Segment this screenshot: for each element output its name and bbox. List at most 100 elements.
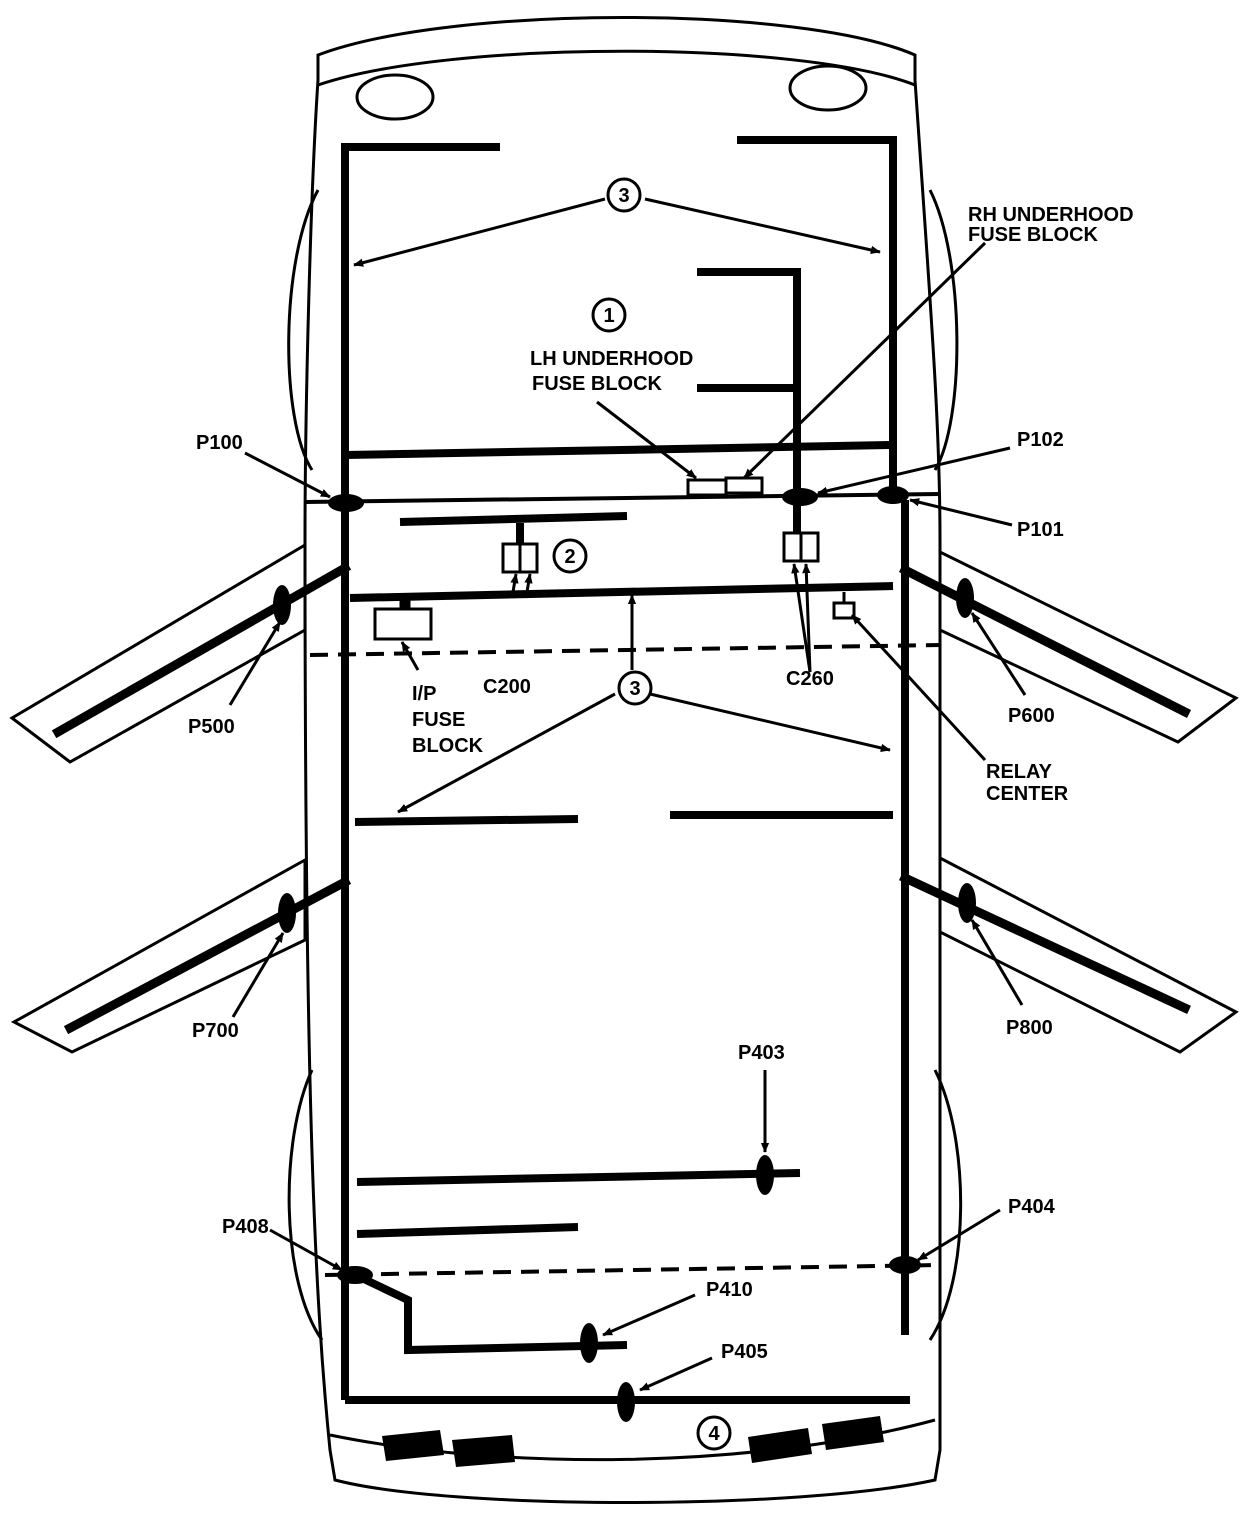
rear-left-door-harness <box>63 875 352 1035</box>
c260-label: C260 <box>786 668 834 690</box>
arrow-c260-b <box>802 563 812 673</box>
c200-label: C200 <box>483 676 531 698</box>
arrow-ip-fuse <box>400 641 420 671</box>
rear-wheel-arc-left <box>287 1069 324 1341</box>
callout-1: 1 <box>603 305 614 327</box>
p101-label: P101 <box>1017 519 1064 541</box>
hood-line <box>317 49 916 87</box>
rear-wheel-arc-right <box>928 1069 963 1341</box>
mid-cross-left <box>354 815 579 826</box>
body-outline <box>303 16 942 1504</box>
callout-circles <box>552 177 732 1451</box>
callout-4-circle <box>696 1415 732 1451</box>
p100-grommet <box>328 494 364 512</box>
arrow-lh-fuse <box>596 400 697 480</box>
arrow-p404 <box>917 1208 1001 1262</box>
ip-harness-line <box>399 512 628 526</box>
dashed-cross-line-front <box>309 643 941 657</box>
p102-grommet <box>782 488 818 506</box>
p500-grommet <box>273 585 291 625</box>
p404-grommet <box>889 1256 921 1274</box>
arrow-c200-a <box>510 573 519 599</box>
arrow-p800 <box>970 919 1024 1006</box>
p101-grommet <box>877 486 909 504</box>
ip-fuse-block-label-2: FUSE <box>412 709 465 731</box>
p403-label: P403 <box>738 1042 785 1064</box>
p408-grommet <box>337 1266 373 1284</box>
rh-fuse-block-label-1: RH UNDERHOOD <box>968 204 1134 226</box>
p800-label: P800 <box>1006 1017 1053 1039</box>
leader-arrows <box>228 197 1027 1392</box>
rear-harness-jog <box>343 1266 628 1355</box>
underhood-fuse-block-rh <box>724 476 764 495</box>
callout-2: 2 <box>564 546 575 568</box>
lh-fuse-block-label-2: FUSE BLOCK <box>532 373 663 395</box>
arrow-rh-fuse <box>742 241 987 480</box>
connector-blocks <box>373 476 856 641</box>
p600-label: P600 <box>1008 705 1055 727</box>
callout-1-circle <box>591 297 627 333</box>
arrow-p600 <box>970 612 1027 696</box>
ip-fuse-block-label-3: BLOCK <box>412 735 484 757</box>
callout-3-top-circle <box>606 177 642 213</box>
front-right-door-harness <box>898 563 1192 719</box>
arrow-3-mid-right <box>649 692 891 752</box>
dashed-cross-line-rear <box>324 1263 941 1277</box>
arrow-p100 <box>244 451 331 499</box>
p102-label: P102 <box>1017 429 1064 451</box>
arrow-c260-a <box>791 563 812 673</box>
callout-2-circle <box>552 538 588 574</box>
underhood-fuse-block-lh <box>686 478 728 497</box>
arrow-p405 <box>639 1356 713 1392</box>
firewall-cross-line <box>344 441 894 459</box>
arrow-3-mid-left <box>397 692 616 814</box>
rear-right-door <box>938 855 1239 1054</box>
front-left-door-harness <box>51 561 352 739</box>
engine-harness-branch <box>697 268 801 532</box>
rh-fuse-block-label-2: FUSE BLOCK <box>968 224 1099 246</box>
p700-label: P700 <box>192 1020 239 1042</box>
rear-lamps <box>382 1416 884 1467</box>
arrow-c200-b <box>524 573 533 599</box>
front-wheel-arc-left <box>287 189 320 471</box>
arrow-p500 <box>228 621 282 706</box>
rear-lamp-3 <box>748 1428 812 1463</box>
lh-fuse-block-label-1: LH UNDERHOOD <box>530 348 693 370</box>
arrow-relay-center <box>850 613 987 762</box>
p800-grommet <box>958 883 976 923</box>
p404-label: P404 <box>1008 1196 1056 1218</box>
p410-grommet <box>580 1323 598 1363</box>
arrow-p410 <box>602 1293 696 1337</box>
arrow-p700 <box>231 932 285 1018</box>
front-left-door <box>9 542 307 764</box>
right-main-harness <box>737 136 897 500</box>
main-harness-lines <box>341 136 910 1404</box>
ip-fuse-block-tab <box>399 596 411 611</box>
p100-label: P100 <box>196 432 243 454</box>
left-main-harness <box>341 143 500 1400</box>
p408-label: P408 <box>222 1216 269 1238</box>
callout-3-top: 3 <box>618 185 629 207</box>
arrow-p101 <box>909 498 1013 527</box>
front-right-door <box>938 549 1239 744</box>
p410-label: P410 <box>706 1279 753 1301</box>
arrow-p408 <box>269 1228 343 1272</box>
relay-center-label-1: RELAY <box>986 761 1053 783</box>
p403-grommet <box>756 1155 774 1195</box>
rear-cross-line-2 <box>356 1223 579 1238</box>
relay-center-label-2: CENTER <box>986 783 1069 805</box>
rear-lamp-4 <box>822 1416 884 1450</box>
arrow-3-top-right <box>644 197 881 255</box>
rear-lamp-2 <box>452 1435 515 1467</box>
headlamp-left <box>355 73 435 121</box>
callout-3-mid-circle <box>617 670 653 706</box>
rear-lamp-1 <box>382 1430 444 1461</box>
grommets <box>273 486 976 1422</box>
callout-3-mid: 3 <box>629 678 640 700</box>
relay-center <box>832 601 856 620</box>
rear-left-door <box>10 857 307 1054</box>
p600-grommet <box>956 578 974 618</box>
rear-cross-line-1 <box>356 1169 801 1186</box>
